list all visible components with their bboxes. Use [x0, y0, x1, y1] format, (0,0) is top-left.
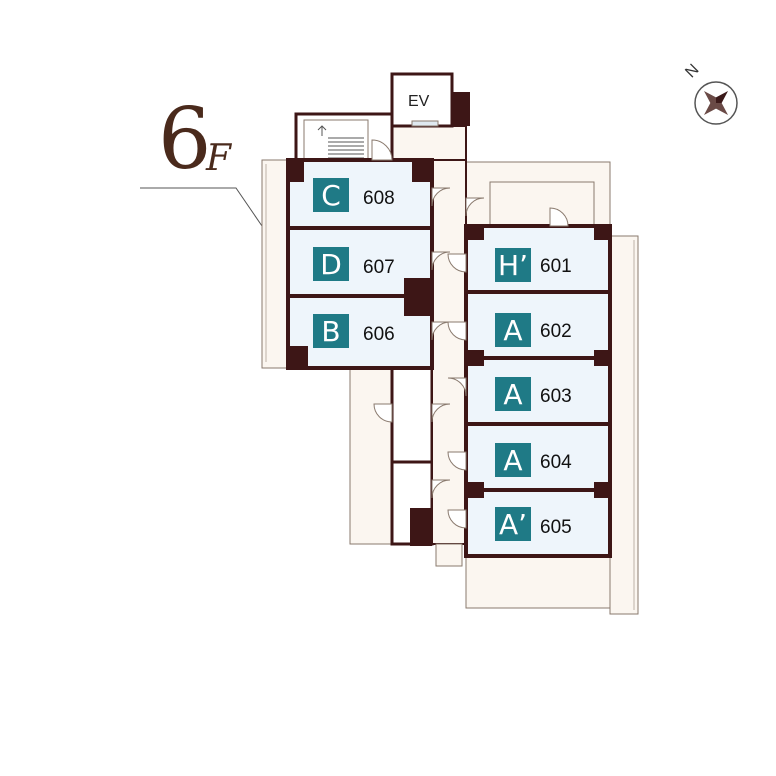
floor-number: 6	[158, 90, 211, 188]
unit-603[interactable]: A 603	[495, 377, 572, 411]
unit-605[interactable]: A’ 605	[495, 507, 572, 541]
floor-label: 6 F	[140, 90, 263, 227]
unit-602[interactable]: A 602	[495, 313, 572, 347]
unit-number: 602	[540, 321, 572, 342]
unit-number: 607	[363, 257, 395, 278]
compass: N	[682, 61, 738, 125]
unit-type-badge: A	[503, 314, 522, 347]
east-units	[464, 224, 612, 558]
unit-type-badge: H’	[498, 249, 528, 282]
unit-number: 605	[540, 517, 572, 538]
unit-type-badge: B	[321, 315, 340, 348]
unit-608[interactable]: C 608	[313, 178, 395, 212]
stairs	[294, 112, 394, 162]
west-units	[286, 158, 434, 370]
floor-suffix: F	[205, 138, 233, 179]
southwest-wing	[349, 366, 434, 546]
unit-604[interactable]: A 604	[495, 443, 572, 477]
unit-601[interactable]: H’ 601	[495, 248, 572, 282]
unit-labels: C 608 D 607 B 606 H’ 601 A 602 A 603	[313, 178, 572, 541]
unit-number: 601	[540, 256, 572, 277]
elevator: EV	[390, 72, 470, 128]
unit-606[interactable]: B 606	[313, 314, 395, 348]
unit-number: 608	[363, 188, 395, 209]
unit-607[interactable]: D 607	[313, 247, 395, 281]
east-balcony	[609, 235, 639, 615]
north-terrace	[465, 161, 611, 227]
west-balcony	[261, 159, 291, 369]
compass-rose-icon	[703, 90, 729, 116]
south-terrace	[465, 555, 611, 609]
unit-number: 604	[540, 452, 572, 473]
floor-leader-line	[140, 187, 263, 227]
unit-type-badge: A	[503, 378, 522, 411]
unit-type-badge: C	[321, 179, 341, 212]
unit-type-badge: A’	[499, 508, 527, 541]
doors	[371, 139, 569, 529]
unit-type-badge: A	[503, 444, 522, 477]
unit-number: 603	[540, 386, 572, 407]
elevator-label: EV	[408, 93, 430, 110]
compass-north-label: N	[682, 61, 702, 81]
unit-number: 606	[363, 324, 395, 345]
unit-type-badge: D	[320, 248, 342, 281]
